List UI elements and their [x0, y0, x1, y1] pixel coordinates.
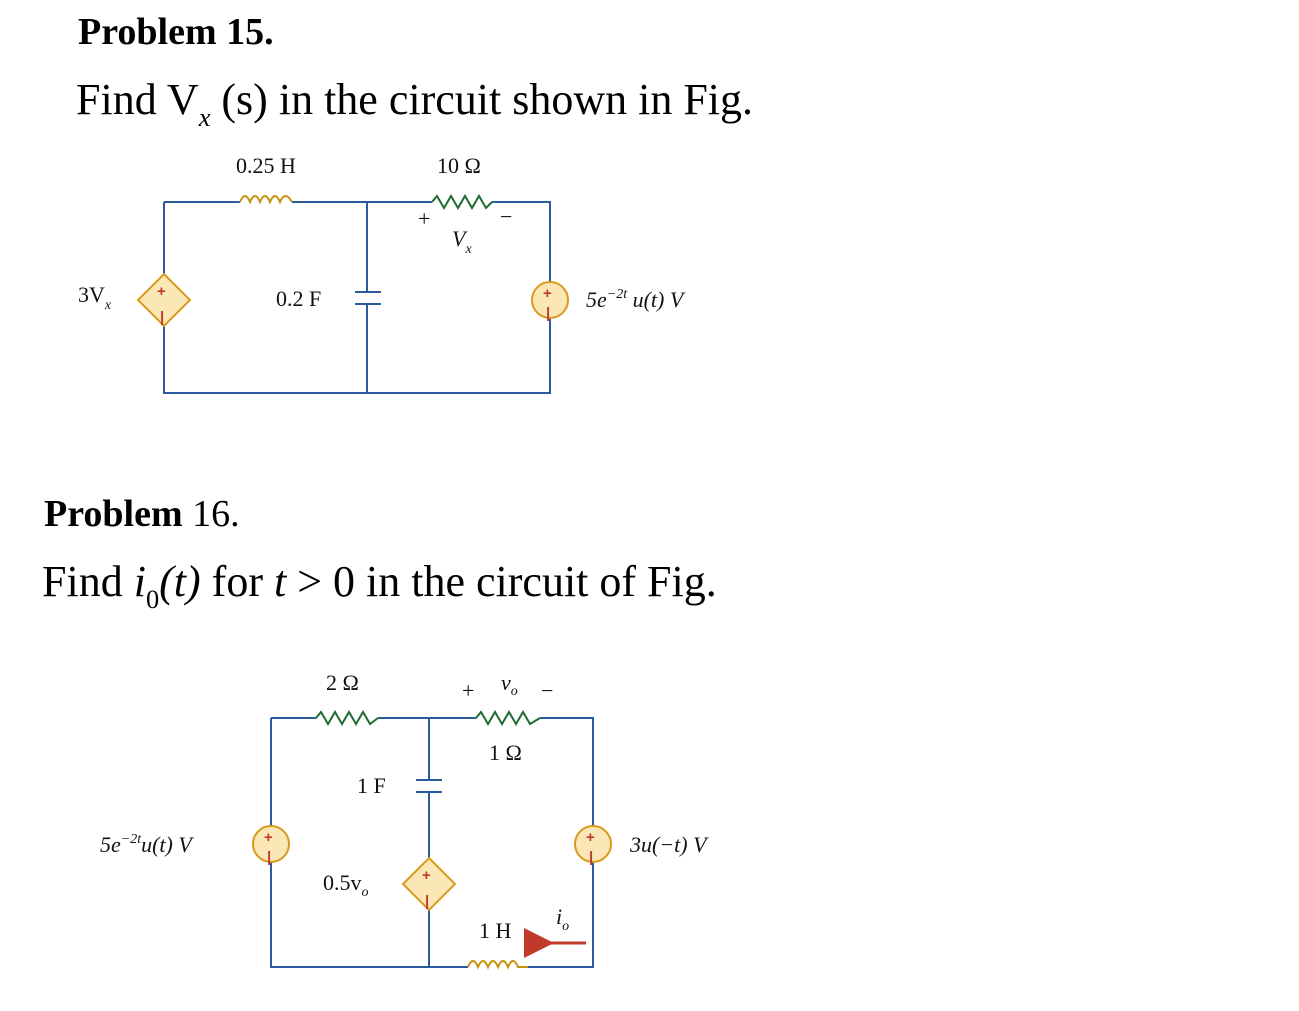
c16-inductor-label: 1 H [479, 918, 512, 943]
c16-resistor2-label: 1 Ω [489, 740, 522, 765]
c15-dependent-source: + | [136, 272, 192, 328]
svg-text:|: | [425, 893, 429, 910]
c16-wire-left [270, 718, 468, 968]
c15-voltage-source: + | [531, 281, 569, 322]
svg-text:|: | [267, 849, 271, 866]
c15-dependent-label: 3Vx [78, 282, 112, 313]
svg-text:|: | [589, 849, 593, 866]
c16-resistor1-label: 2 Ω [326, 670, 359, 695]
p16-q-suffix: > 0 in the circuit of Fig. [286, 557, 717, 606]
c15-inductor-label: 0.25 H [236, 153, 296, 178]
p16-q-prefix: Find [42, 557, 134, 606]
p16-q-t: t [273, 557, 287, 606]
c15-resistor-minus: − [500, 204, 512, 229]
c15-resistor-label: 10 Ω [437, 153, 481, 178]
c15-resistor-zigzag [431, 194, 493, 210]
c16-wire-right [528, 862, 594, 968]
svg-text:|: | [546, 305, 550, 322]
c16-left-source-label: 5e−2tu(t) V [100, 832, 194, 857]
c15-source-label: 5e−2t u(t) V [586, 287, 686, 312]
problem16-heading: Problem 16. [44, 492, 240, 536]
c15-inductor-coil [239, 195, 293, 205]
p16-q-arg: (t) [159, 557, 201, 606]
p15-q-prefix: Find V [76, 75, 199, 124]
c16-right-source-label: 3u(−t) V [629, 832, 709, 857]
problem15-heading: Problem 15. [78, 11, 274, 53]
p16-q-sub: 0 [145, 583, 160, 614]
c16-capacitor-label: 1 F [357, 773, 386, 798]
c16-dependent-source: + | [401, 856, 457, 912]
c16-vo-label: vo [501, 670, 518, 699]
c16-resistor1-zigzag [315, 710, 379, 726]
problem15-question: Find Vx (s) in the circuit shown in Fig. [76, 74, 754, 132]
c16-vo-minus: − [541, 678, 553, 703]
c15-wire-top-right [492, 201, 551, 282]
c15-capacitor-label: 0.2 F [276, 286, 321, 311]
p16-q-var: i [133, 557, 146, 606]
p16-q-mid: for [200, 557, 274, 606]
c15-wire-left [163, 202, 551, 394]
p15-q-arg: (s) [210, 75, 268, 124]
p15-q-sub: x [198, 101, 211, 132]
c16-right-source: + | [574, 825, 612, 866]
c15-resistor-plus: + [418, 206, 430, 231]
circuit-15: + | + | 0.25 H 10 Ω + − Vx 0.2 F 3Vx 5e−… [78, 153, 686, 394]
c16-dependent-label: 0.5vo [323, 870, 369, 900]
svg-text:+: + [264, 829, 273, 846]
p16-heading-word: Problem [44, 493, 183, 535]
c15-vx-label: Vx [452, 226, 472, 257]
c16-left-source: + | [252, 825, 290, 866]
p15-q-suffix: in the circuit shown in Fig. [267, 75, 754, 124]
svg-text:+: + [586, 829, 595, 846]
c16-current-label: io [556, 904, 569, 934]
c16-resistor2-zigzag [475, 710, 541, 726]
c16-wire-top-right [540, 717, 594, 826]
problem16-question: Find i0(t) for t > 0 in the circuit of F… [42, 556, 717, 614]
c16-capacitor [416, 779, 442, 793]
c16-vo-plus: + [462, 678, 474, 703]
svg-text:|: | [160, 309, 164, 326]
svg-text:+: + [543, 285, 552, 302]
c15-capacitor [355, 291, 381, 305]
circuit-16: + | + | + | 2 Ω + vo − 1 Ω 1 F 5e−2tu(t)… [100, 670, 709, 970]
svg-text:+: + [157, 283, 166, 300]
c16-inductor-coil [467, 960, 528, 970]
svg-text:+: + [422, 867, 431, 884]
p16-heading-number: 16. [182, 493, 240, 535]
